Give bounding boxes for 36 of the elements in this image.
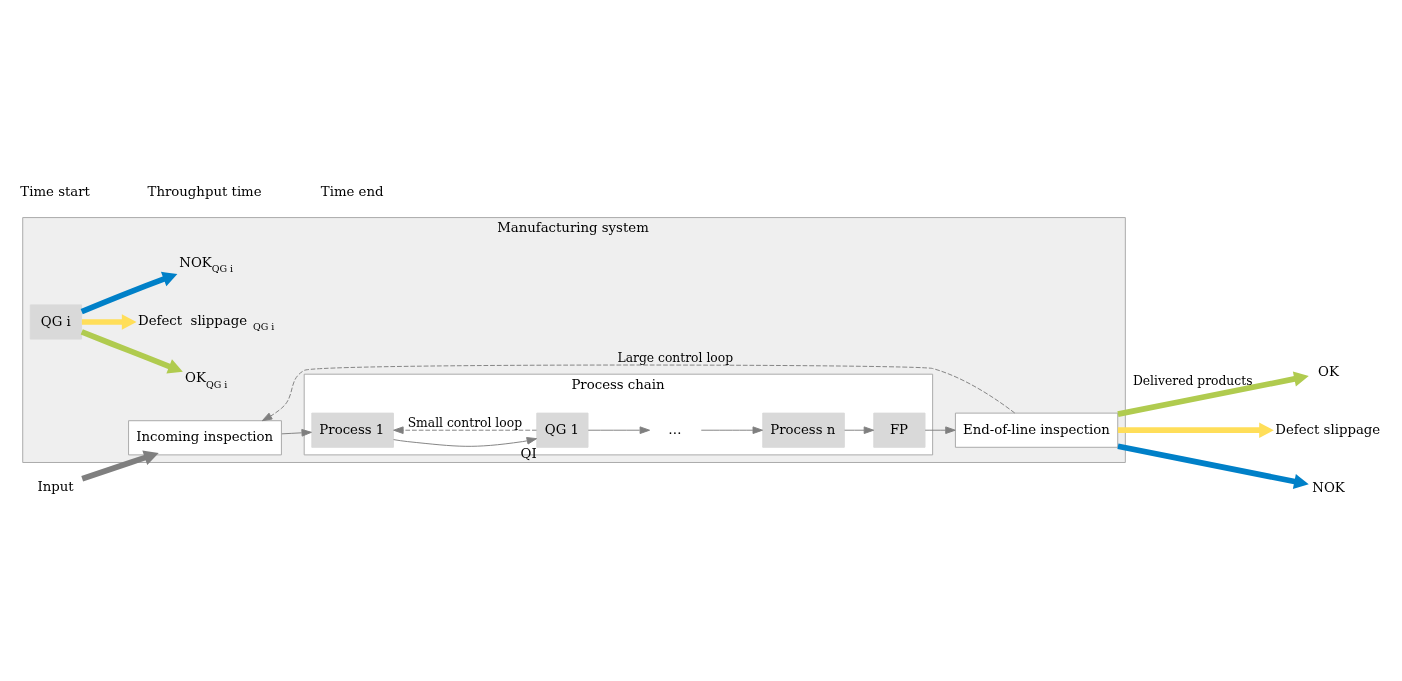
arrow [80,271,178,315]
edge-label: Small control loop [407,415,523,430]
node-box: Process 1 [311,412,394,448]
label: Time end [320,184,384,200]
node-box: End-of-line inspection [954,412,1119,448]
arrow [393,426,537,434]
arrow [924,426,956,434]
node-text: OK [1318,363,1339,379]
edge-label: Large control loop [617,351,734,366]
arrow [1117,422,1274,438]
node-text: … [668,421,682,437]
node-box: Incoming inspection [128,420,282,456]
node-text: OK$_{QG i}$ [185,370,228,390]
label: Time start [20,184,90,200]
arrow [700,426,763,434]
arrow [844,426,875,434]
arrow [81,314,137,330]
node-box: QG i [29,304,83,340]
label: Throughput time [147,184,262,200]
node-text: Defect slippage $_{QG i}$ [138,312,275,333]
arrow [281,429,312,437]
node-box: Process n [762,412,845,448]
node-text: NOK [1312,479,1345,495]
arrow [80,329,183,374]
node-text: Input [37,478,74,494]
arrow [81,450,159,482]
arrow [1117,443,1309,490]
node-text: Defect slippage [1275,421,1381,437]
edge-label: Delivered products [1132,374,1253,389]
arrow [261,364,1016,422]
node-box: QG 1 [536,412,589,448]
node-box: FP [873,412,926,448]
arrow [587,426,651,434]
arrow [393,437,538,447]
node-text: NOK$_{QG i}$ [179,254,234,275]
arrow [1117,371,1309,417]
